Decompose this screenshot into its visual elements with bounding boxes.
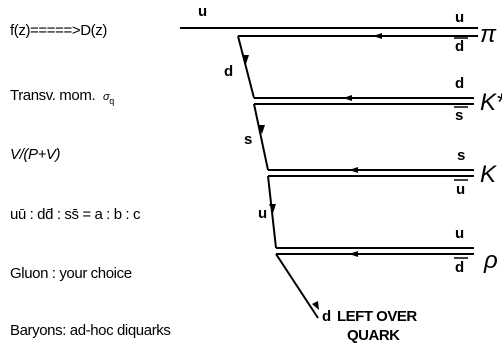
kaon-name: K <box>480 161 497 188</box>
rho-arrow <box>349 251 358 257</box>
pion-name: π <box>480 21 497 48</box>
baryons-label: Baryons: ad-hoc diquarks <box>10 322 171 339</box>
d-quark-arrow <box>242 55 249 64</box>
leftover-quark-label: d <box>322 308 331 325</box>
kstar-arrow <box>343 95 352 101</box>
kstar-name: K* <box>480 89 502 116</box>
leftover-quark-line <box>275 253 319 319</box>
sigma-symbol: σ <box>103 91 110 103</box>
sigma-subscript: q <box>109 96 114 106</box>
d-quark-label: d <box>224 63 233 80</box>
kaon-antiquark-label: u <box>456 181 465 198</box>
leftover-quark-arrow <box>312 301 319 310</box>
transverse-momentum-label: Transv. mom. σq <box>10 87 114 106</box>
u-quark-label: u <box>258 205 267 222</box>
u-quark-propagator <box>267 175 277 249</box>
s-quark-propagator <box>253 103 269 171</box>
transverse-momentum-text: Transv. mom. <box>10 87 96 104</box>
kaon-quark-label: s <box>457 147 465 164</box>
d-quark-propagator <box>237 35 255 99</box>
leftover-label-line2: QUARK <box>347 327 400 344</box>
pion-quark-label: u <box>455 9 464 26</box>
kaon-arrow <box>349 167 358 173</box>
kstar-antiquark-label: s <box>455 107 463 124</box>
initial-quark-label: u <box>198 3 207 20</box>
s-quark-arrow <box>258 125 265 134</box>
fragmentation-function-label: f(z)=====>D(z) <box>10 22 107 39</box>
pion-arrow <box>373 33 382 39</box>
kstar-quark-label: d <box>455 75 464 92</box>
u-quark-arrow <box>269 204 276 213</box>
rho-name: ρ <box>483 247 498 274</box>
gluon-label: Gluon : your choice <box>10 265 132 282</box>
flavor-ratio-label: uū : dd̄ : ss̄ = a : b : c <box>10 206 141 223</box>
vector-ratio-label: V/(P+V) <box>10 146 61 163</box>
rho-antiquark-label: d <box>455 259 464 276</box>
rho-quark-label: u <box>455 225 464 242</box>
s-quark-label: s <box>244 131 252 148</box>
pion-antiquark-label: d <box>455 38 464 55</box>
leftover-label-line1: LEFT OVER <box>337 308 417 325</box>
